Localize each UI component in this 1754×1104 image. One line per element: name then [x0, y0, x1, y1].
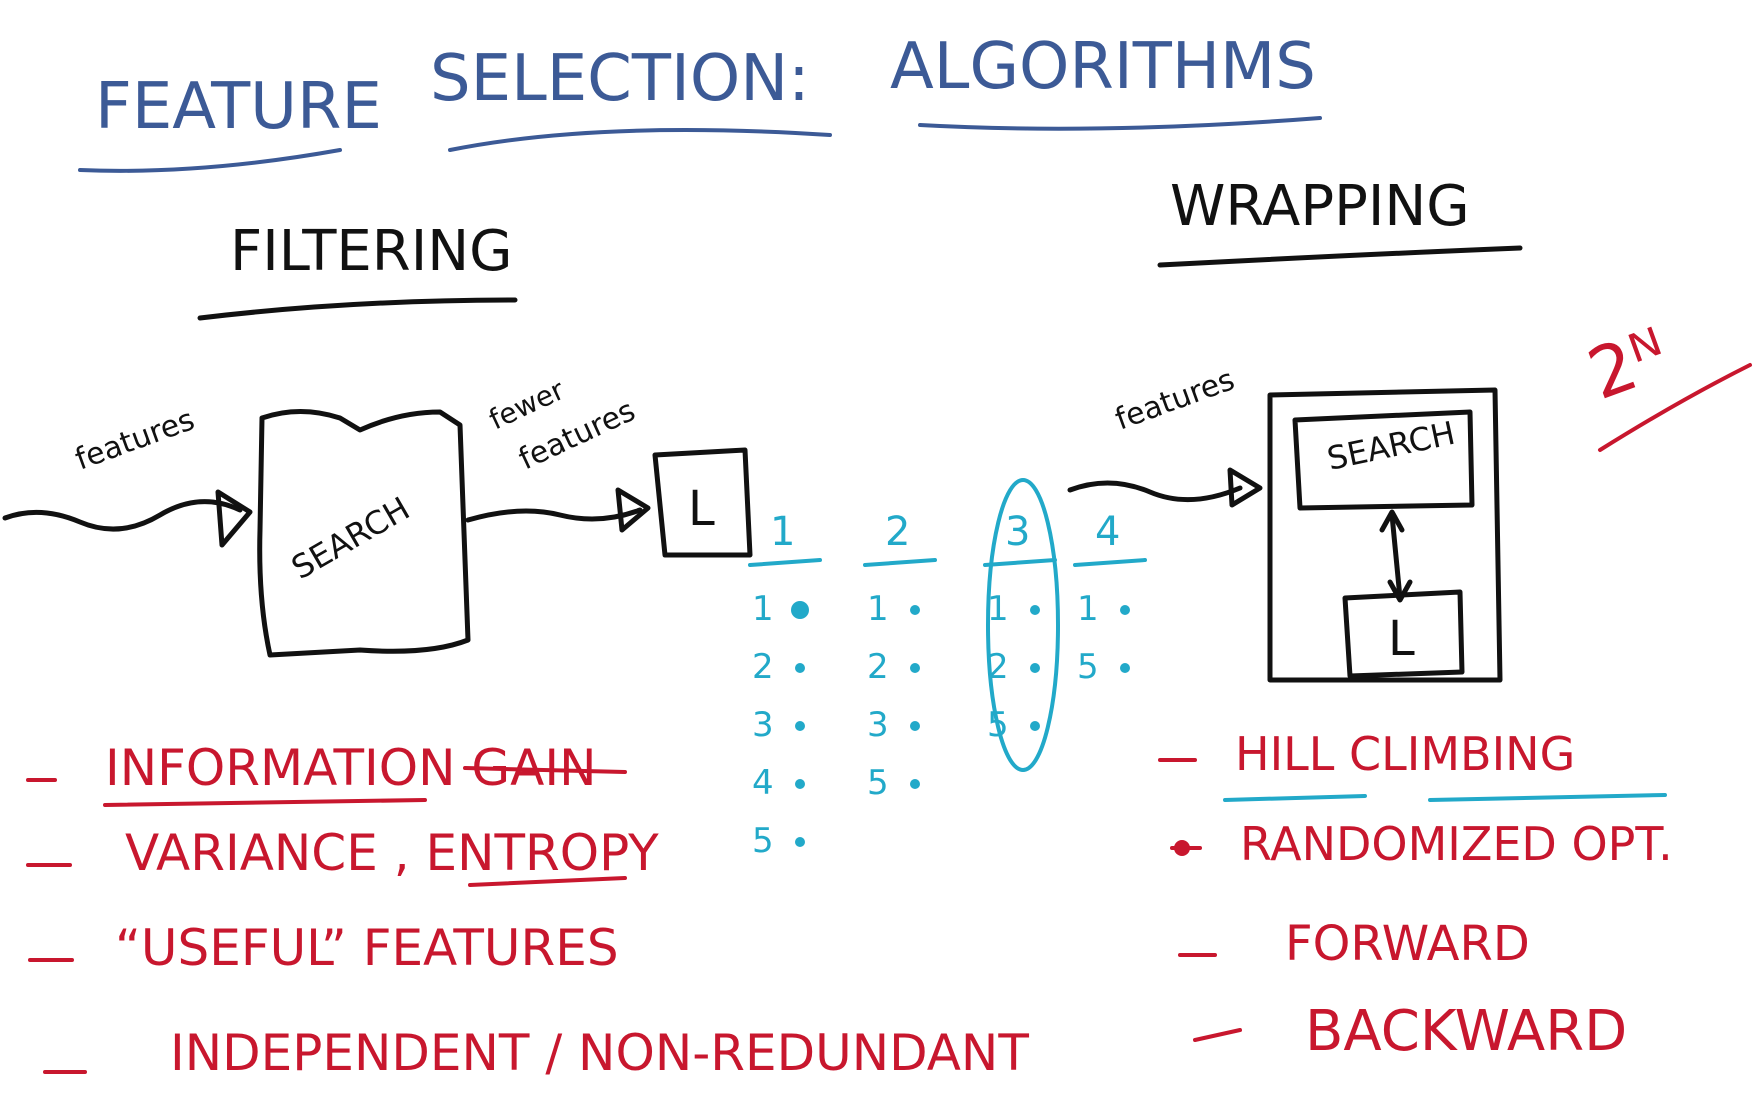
feature-item: 5	[867, 763, 889, 803]
filtering-diagram: features SEARCH fewer features L	[2, 373, 753, 658]
filter-input-arrowhead	[215, 489, 253, 548]
method-item-2: RANDOMIZED OPT.	[1240, 817, 1673, 871]
feature-item: 2	[987, 647, 1009, 687]
complexity-text: 2ᴺ	[1578, 312, 1679, 416]
wrap-search-label: SEARCH	[1324, 414, 1459, 478]
feature-dot	[795, 721, 805, 731]
filter-output-arrowhead	[615, 487, 651, 533]
wrapping-methods-list: HILL CLIMBING RANDOMIZED OPT. FORWARD BA…	[1158, 727, 1673, 1064]
filter-learner-box	[652, 447, 753, 558]
title-underline-2	[448, 128, 832, 152]
feature-dot	[910, 663, 920, 673]
wrap-feedback-arrowhead-down	[1387, 579, 1413, 603]
feature-column-header: 3	[1005, 509, 1030, 555]
method-item-1: HILL CLIMBING	[1235, 727, 1575, 781]
feature-column-header: 1	[770, 509, 795, 555]
filter-output-arrow	[465, 507, 643, 523]
wrapping-heading-text: WRAPPING	[1170, 174, 1470, 239]
complexity-annotation: 2ᴺ	[1578, 312, 1752, 452]
filter-search-box	[257, 409, 471, 658]
complexity-underline	[1598, 363, 1752, 452]
criteria-underline-information	[103, 798, 427, 807]
method-item-3: FORWARD	[1285, 916, 1530, 972]
feature-item: 3	[867, 705, 889, 745]
selected-subset-ellipse	[986, 478, 1060, 772]
feature-column-underline	[748, 558, 822, 567]
feature-item: 1	[752, 589, 774, 629]
filter-input-label: features	[71, 402, 199, 477]
feature-item: 4	[752, 763, 774, 803]
filtering-underline	[197, 297, 518, 321]
criteria-item-4: INDEPENDENT / NON-REDUNDANT	[170, 1024, 1029, 1082]
feature-dot	[910, 779, 920, 789]
feature-dot	[795, 837, 805, 847]
feature-dot	[1030, 605, 1040, 615]
feature-item: 2	[752, 647, 774, 687]
wrap-outer-box	[1267, 387, 1503, 683]
feature-item: 3	[752, 705, 774, 745]
wrapping-heading: WRAPPING	[1157, 174, 1523, 268]
feature-item: 1	[987, 589, 1009, 629]
feature-dot	[910, 605, 920, 615]
filter-input-arrow	[2, 499, 243, 532]
method-item-4: BACKWARD	[1305, 999, 1627, 1064]
wrap-input-arrowhead	[1227, 467, 1263, 508]
page-title: FEATURE SELECTION: ALGORITHMS	[78, 30, 1322, 173]
method-underline-climbing	[1428, 793, 1667, 802]
criteria-underline-gain	[463, 766, 627, 774]
wrap-learner-label: L	[1388, 611, 1415, 667]
feature-item: 1	[1077, 589, 1099, 629]
wrap-input-label: features	[1111, 362, 1239, 437]
feature-dot	[910, 721, 920, 731]
criteria-item-2: VARIANCE , ENTROPY	[125, 824, 659, 882]
feature-item: 2	[867, 647, 889, 687]
feature-dot	[791, 601, 809, 619]
wrap-learner-box	[1342, 589, 1465, 679]
title-word-feature: FEATURE	[95, 70, 382, 144]
feature-item: 1	[867, 589, 889, 629]
wrap-feedback-arrow	[1389, 512, 1403, 601]
feature-dot	[795, 779, 805, 789]
feature-column-underline	[983, 558, 1057, 567]
feature-dot	[1120, 605, 1130, 615]
title-underline-1	[78, 148, 342, 173]
filter-search-label: SEARCH	[285, 489, 416, 587]
filtering-criteria-list: INFORMATION GAIN VARIANCE , ENTROPY “USE…	[26, 739, 1029, 1082]
title-word-selection: SELECTION:	[430, 42, 810, 116]
feature-dot	[1030, 663, 1040, 673]
method-bullet-4	[1193, 1028, 1242, 1042]
filtering-heading-text: FILTERING	[230, 219, 513, 284]
feature-column-underline	[1073, 558, 1147, 567]
wrapping-diagram: features SEARCH L	[1067, 362, 1503, 683]
criteria-underline-entropy	[468, 876, 627, 887]
feature-dot	[1030, 721, 1040, 731]
feature-dot	[1120, 663, 1130, 673]
wrap-search-box	[1292, 409, 1475, 511]
method-underline-hill	[1223, 794, 1367, 802]
feature-item: 5	[752, 821, 774, 861]
wrapping-underline	[1157, 245, 1523, 268]
feature-column-header: 2	[885, 509, 910, 555]
filtering-heading: FILTERING	[197, 219, 518, 321]
feature-column-underline	[863, 558, 937, 567]
title-underline-3	[918, 116, 1322, 131]
wrap-feedback-arrowhead-up	[1379, 509, 1405, 533]
feature-column-header: 4	[1095, 509, 1120, 555]
filter-learner-label: L	[688, 481, 715, 537]
feature-item: 5	[1077, 647, 1099, 687]
wrap-input-arrow	[1067, 480, 1243, 503]
feature-dot	[795, 663, 805, 673]
title-word-algorithms: ALGORITHMS	[890, 30, 1316, 104]
criteria-item-3: “USEFUL” FEATURES	[115, 919, 619, 977]
